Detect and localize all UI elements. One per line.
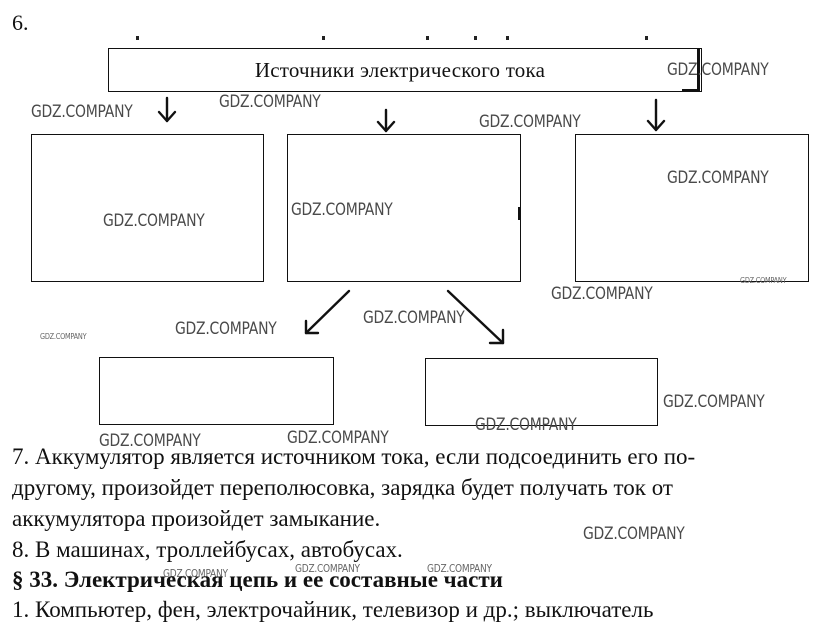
watermark: GDZ.COMPANY: [40, 332, 87, 341]
watermark: GDZ.COMPANY: [291, 200, 393, 220]
answer-section-1: 1. Компьютер, фен, электрочайник, телеви…: [12, 597, 654, 622]
watermark: GDZ.COMPANY: [219, 92, 321, 112]
title-box-corner: [682, 48, 700, 92]
watermark: GDZ.COMPANY: [287, 428, 389, 448]
scan-artifact: [474, 36, 477, 40]
arrow-down-3-head: [646, 119, 666, 132]
watermark: GDZ.COMPANY: [103, 211, 205, 231]
arrow-right-diagonal: [446, 289, 505, 345]
watermark: GDZ.COMPANY: [663, 392, 765, 412]
diagram-title-box: Источники электрического тока: [108, 48, 702, 92]
watermark: GDZ.COMPANY: [740, 276, 787, 285]
watermark: GDZ.COMPANY: [583, 524, 685, 544]
watermark: GDZ.COMPANY: [479, 112, 581, 132]
empty-box-4: [99, 357, 334, 425]
watermark: GDZ.COMPANY: [363, 308, 465, 328]
empty-box-3: [575, 134, 809, 282]
question-number: 6.: [12, 10, 29, 35]
section-heading: § 33. Электрическая цепь и ее составные …: [12, 567, 503, 592]
answer-7-line-1: 7. Аккумулятор является источником тока,…: [12, 444, 696, 469]
watermark: GDZ.COMPANY: [427, 562, 492, 575]
arrow-right-diagonal-head: [488, 328, 505, 345]
answer-7-line-2: другому, произойдет переполюсовка, заряд…: [12, 475, 673, 500]
scan-artifact: [426, 36, 429, 40]
watermark: GDZ.COMPANY: [475, 415, 577, 435]
watermark: GDZ.COMPANY: [295, 562, 360, 575]
watermark: GDZ.COMPANY: [99, 431, 201, 451]
arrow-left-diagonal-head: [304, 319, 320, 335]
watermark: GDZ.COMPANY: [175, 319, 277, 339]
watermark: GDZ.COMPANY: [667, 60, 769, 80]
watermark: GDZ.COMPANY: [667, 168, 769, 188]
watermark: GDZ.COMPANY: [31, 102, 133, 122]
answer-7-line-3: аккумулятора произойдет замыкание.: [12, 506, 381, 531]
arrow-down-2-head: [376, 120, 396, 133]
empty-box-2: [287, 134, 521, 282]
scan-artifact: [506, 36, 509, 40]
arrow-down-1-head: [157, 110, 177, 123]
empty-box-5: [425, 358, 658, 426]
scan-artifact: [645, 36, 648, 40]
answer-8: 8. В машинах, троллейбусах, автобусах.: [12, 537, 403, 562]
scan-artifact: [322, 36, 325, 40]
watermark: GDZ.COMPANY: [163, 567, 228, 580]
watermark: GDZ.COMPANY: [551, 284, 653, 304]
arrow-left-diagonal: [304, 289, 351, 335]
diagram-title: Источники электрического тока: [254, 57, 546, 82]
scan-artifact: [136, 36, 139, 40]
empty-box-1: [31, 134, 264, 282]
